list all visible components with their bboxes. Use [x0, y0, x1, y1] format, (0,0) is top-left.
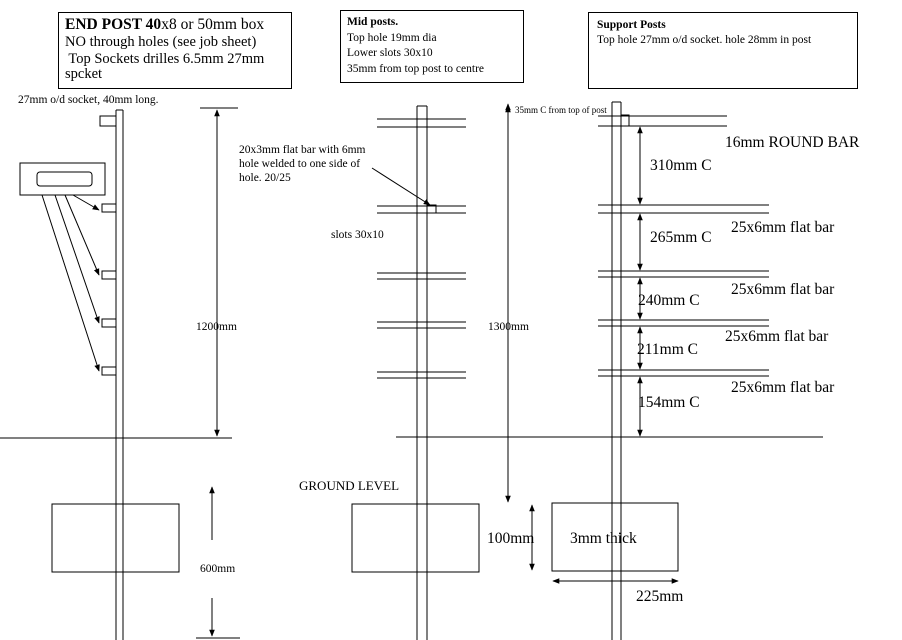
support-posts-note-box: Support Posts Top hole 27mm o/d socket. …: [588, 12, 858, 89]
flat-bar-note-line-3: hole. 20/25: [239, 172, 291, 184]
rail-spacing-label-2: 265mm C: [650, 229, 712, 246]
plate-width-label: 225mm: [636, 588, 684, 605]
plate-thickness-label: 3mm thick: [570, 530, 637, 547]
rail-type-label-2: 25x6mm flat bar: [731, 219, 835, 236]
mid-post-flat-bar-tab: [426, 204, 437, 214]
mid-posts-note-line-2: Lower slots 30x10: [347, 47, 433, 59]
end-post-base-plate: [51, 503, 180, 573]
socket-detail-box: [19, 162, 106, 196]
rail-spacing-label-5: 154mm C: [638, 394, 700, 411]
mid-posts-note-line-1: Top hole 19mm dia: [347, 32, 437, 44]
ground-level-label: GROUND LEVEL: [299, 478, 400, 493]
mid-post-height-label: 1300mm: [488, 321, 529, 333]
end-post-note-line-2: NO through holes (see job sheet): [65, 34, 257, 50]
top-offset-label: 35mm C from top of post: [515, 105, 607, 115]
flat-bar-callout-arrow: [371, 167, 431, 206]
mid-posts-note-title: Mid posts.: [347, 16, 399, 28]
rail-spacing-label-1: 310mm C: [650, 157, 712, 174]
end-post-note-title-rest: x8 or 50mm box: [161, 16, 265, 33]
end-post: [115, 109, 124, 640]
socket-note-label: 27mm o/d socket, 40mm long.: [18, 94, 159, 106]
support-post-rails: [598, 115, 769, 377]
end-post-height-label: 1200mm: [196, 321, 237, 333]
plate-height-label: 100mm: [487, 530, 535, 547]
support-posts-note-line-1: Top hole 27mm o/d socket. hole 28mm in p…: [597, 34, 812, 46]
end-post-top-socket: [99, 115, 117, 127]
flat-bar-note-line-2: hole welded to one side of: [239, 158, 361, 170]
rail-spacing-label-3: 240mm C: [638, 292, 700, 309]
mid-posts-note-line-3: 35mm from top post to centre: [347, 63, 485, 75]
mid-post-base-plate: [351, 503, 480, 573]
end-post-note-line-4: spcket: [65, 66, 103, 82]
rail-type-label-3: 25x6mm flat bar: [731, 281, 835, 298]
footing-depth-label: 600mm: [200, 563, 236, 575]
support-post-base-plate: [551, 502, 679, 572]
rail-spacing-label-4: 211mm C: [637, 341, 699, 358]
end-post-sockets: [101, 203, 117, 376]
end-post-note-title: END POST 40: [65, 16, 162, 33]
end-post-note-line-3: Top Sockets drilles 6.5mm 27mm: [65, 51, 265, 67]
support-posts-note-title: Support Posts: [597, 19, 666, 31]
support-post-top-socket: [620, 114, 630, 127]
support-post: [611, 101, 622, 640]
mid-post-rails: [377, 118, 466, 379]
flat-bar-note-line-1: 20x3mm flat bar with 6mm: [239, 144, 366, 156]
rail-type-label-1: 16mm ROUND BAR: [725, 134, 860, 151]
rail-type-label-4: 25x6mm flat bar: [725, 328, 829, 345]
socket-callout-arrows: [41, 194, 100, 372]
mid-posts-note-box: Mid posts. Top hole 19mm dia Lower slots…: [340, 10, 524, 83]
mid-post: [416, 105, 428, 640]
rail-type-label-5: 25x6mm flat bar: [731, 379, 835, 396]
slots-label: slots 30x10: [331, 229, 384, 241]
end-post-note-box: END POST 40x8 or 50mm box NO through hol…: [58, 12, 292, 89]
